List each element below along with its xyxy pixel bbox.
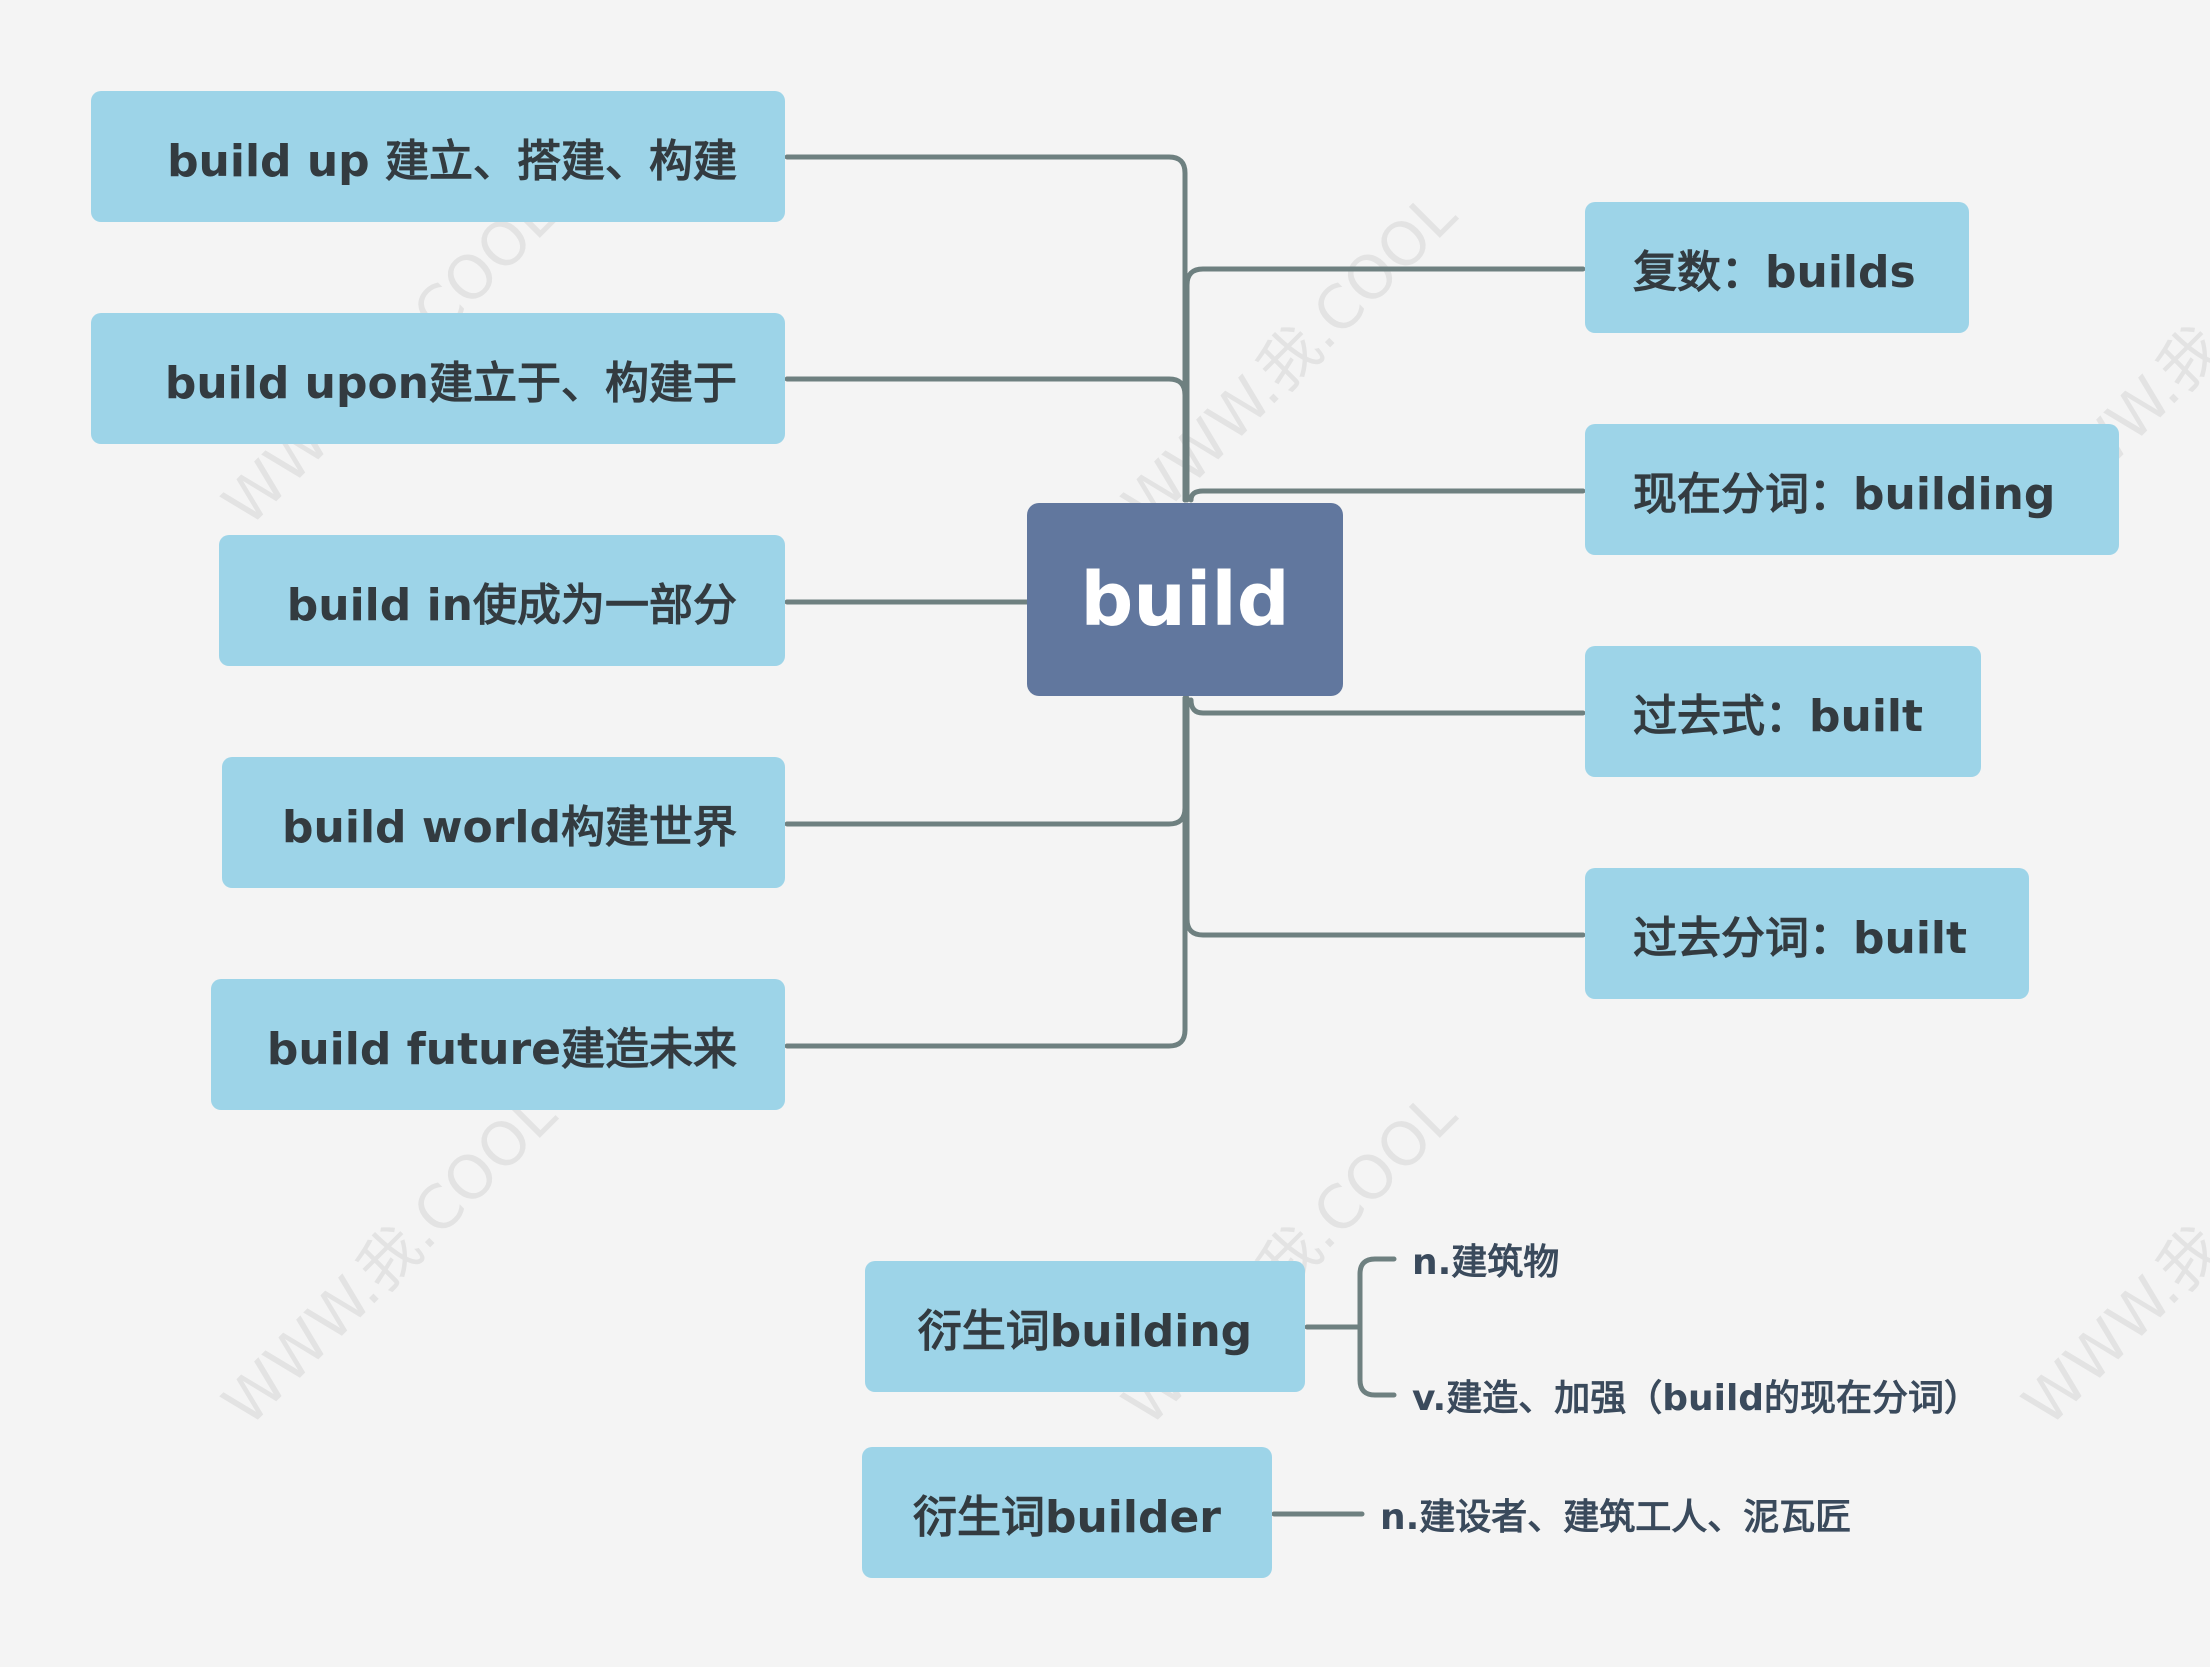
branch-build-upon[interactable]: build upon建立于、构建于 <box>91 313 785 444</box>
connector-left-1 <box>784 154 1188 503</box>
branch-past-tense[interactable]: 过去式：built <box>1585 646 1981 777</box>
connector-right-2 <box>1188 488 1586 503</box>
connector-right-4 <box>1184 695 1586 938</box>
derivative-building-meaning-verb: v.建造、加强（build的现在分词） <box>1412 1378 1981 1419</box>
branch-plural[interactable]: 复数：builds <box>1585 202 1969 333</box>
branch-present-participle[interactable]: 现在分词：building <box>1585 424 2119 555</box>
branch-build-future[interactable]: build future建造未来 <box>211 979 785 1110</box>
connector-right-1 <box>1184 266 1586 503</box>
derivative-builder-meaning-noun: n.建设者、建筑工人、泥瓦匠 <box>1380 1497 1852 1538</box>
connector-left-5 <box>784 695 1188 1049</box>
derivative-building-meaning-noun: n.建筑物 <box>1412 1242 1560 1283</box>
branch-build-world[interactable]: build world构建世界 <box>222 757 785 888</box>
bracket-derivative-building <box>1357 1256 1397 1398</box>
root-node[interactable]: build <box>1027 503 1343 696</box>
branch-past-participle[interactable]: 过去分词：built <box>1585 868 2029 999</box>
branch-build-up[interactable]: build up 建立、搭建、构建 <box>91 91 785 222</box>
connector-left-4 <box>784 695 1188 827</box>
branch-build-in[interactable]: build in使成为一部分 <box>219 535 785 666</box>
connector-left-2 <box>784 376 1188 503</box>
derivative-building[interactable]: 衍生词building <box>865 1261 1305 1392</box>
derivative-builder[interactable]: 衍生词builder <box>862 1447 1272 1578</box>
connector-right-3 <box>1188 697 1586 716</box>
